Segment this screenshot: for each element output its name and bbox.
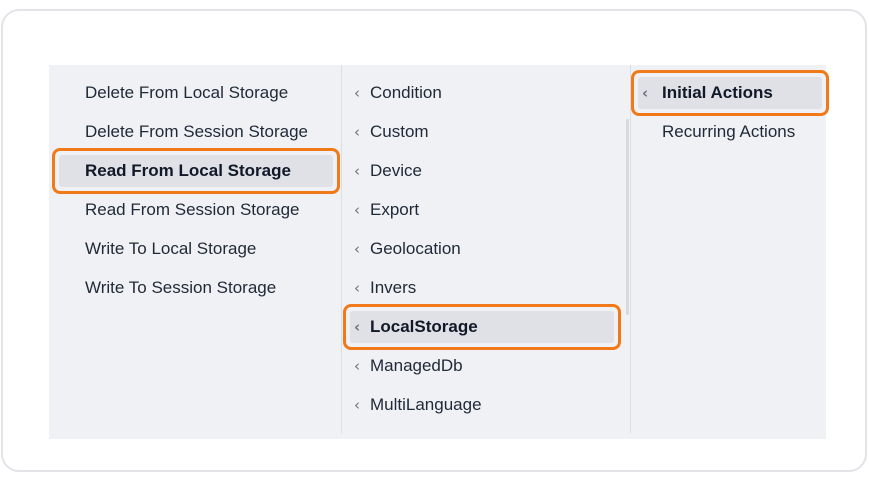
menu-item-read-from-local-storage[interactable]: Read From Local Storage xyxy=(52,148,340,194)
menu-item-delete-from-local-storage[interactable]: Delete From Local Storage xyxy=(59,77,333,109)
chevron-left-icon: ‹ xyxy=(354,162,360,180)
menu-item-manageddb[interactable]: ‹ ManagedDb xyxy=(350,350,614,382)
cascading-menu: Delete From Local Storage Delete From Se… xyxy=(49,65,829,439)
menu-item-localstorage[interactable]: ‹ LocalStorage xyxy=(343,304,621,350)
menu-item-label: LocalStorage xyxy=(370,317,478,336)
chevron-left-icon: ‹ xyxy=(354,201,360,219)
chevron-left-icon: ‹ xyxy=(354,84,360,102)
chevron-left-icon: ‹ xyxy=(354,318,361,336)
menu-item-recurring-actions[interactable]: Recurring Actions xyxy=(638,116,822,148)
menu-item-label: Delete From Local Storage xyxy=(85,83,289,102)
chevron-left-icon: ‹ xyxy=(354,357,360,375)
menu-item-condition[interactable]: ‹ Condition xyxy=(350,77,614,109)
chevron-left-icon: ‹ xyxy=(354,279,360,297)
menu-item-invers[interactable]: ‹ Invers xyxy=(350,272,614,304)
menu-item-label: ManagedDb xyxy=(370,356,463,375)
menu-item-label: Initial Actions xyxy=(662,83,773,102)
menu-item-delete-from-session-storage[interactable]: Delete From Session Storage xyxy=(59,116,333,148)
chevron-left-icon: ‹ xyxy=(354,123,360,141)
menu-item-geolocation[interactable]: ‹ Geolocation xyxy=(350,233,614,265)
menu-item-label: Invers xyxy=(370,278,417,297)
chevron-left-icon: ‹ xyxy=(354,396,360,414)
menu-item-label: Delete From Session Storage xyxy=(85,122,308,141)
menu-item-label: Geolocation xyxy=(370,239,461,258)
menu-item-label: Write To Session Storage xyxy=(85,278,277,297)
chevron-left-icon: ‹ xyxy=(354,240,360,258)
menu-item-label: Condition xyxy=(370,83,442,102)
menu-item-write-to-session-storage[interactable]: Write To Session Storage xyxy=(59,272,333,304)
menu-item-label: Custom xyxy=(370,122,429,141)
menu-item-label: Recurring Actions xyxy=(662,122,796,141)
chevron-left-icon: ‹ xyxy=(642,84,649,102)
menu-item-label: Write To Local Storage xyxy=(85,239,257,258)
menu-item-custom[interactable]: ‹ Custom xyxy=(350,116,614,148)
menu-item-label: Read From Local Storage xyxy=(85,161,291,180)
screenshot-frame: Delete From Local Storage Delete From Se… xyxy=(1,9,867,472)
menu-item-label: Device xyxy=(370,161,422,180)
menu-item-multilanguage[interactable]: ‹ MultiLanguage xyxy=(350,389,614,421)
menu-item-initial-actions[interactable]: ‹ Initial Actions xyxy=(631,70,829,116)
menu-item-label: Export xyxy=(370,200,420,219)
column-divider xyxy=(630,65,631,433)
menu-item-write-to-local-storage[interactable]: Write To Local Storage xyxy=(59,233,333,265)
menu-item-label: MultiLanguage xyxy=(370,395,482,414)
column-divider xyxy=(341,65,342,433)
menu-item-export[interactable]: ‹ Export xyxy=(350,194,614,226)
categories-scrollbar[interactable] xyxy=(626,119,629,315)
menu-item-label: Read From Session Storage xyxy=(85,200,300,219)
menu-item-device[interactable]: ‹ Device xyxy=(350,155,614,187)
menu-item-read-from-session-storage[interactable]: Read From Session Storage xyxy=(59,194,333,226)
